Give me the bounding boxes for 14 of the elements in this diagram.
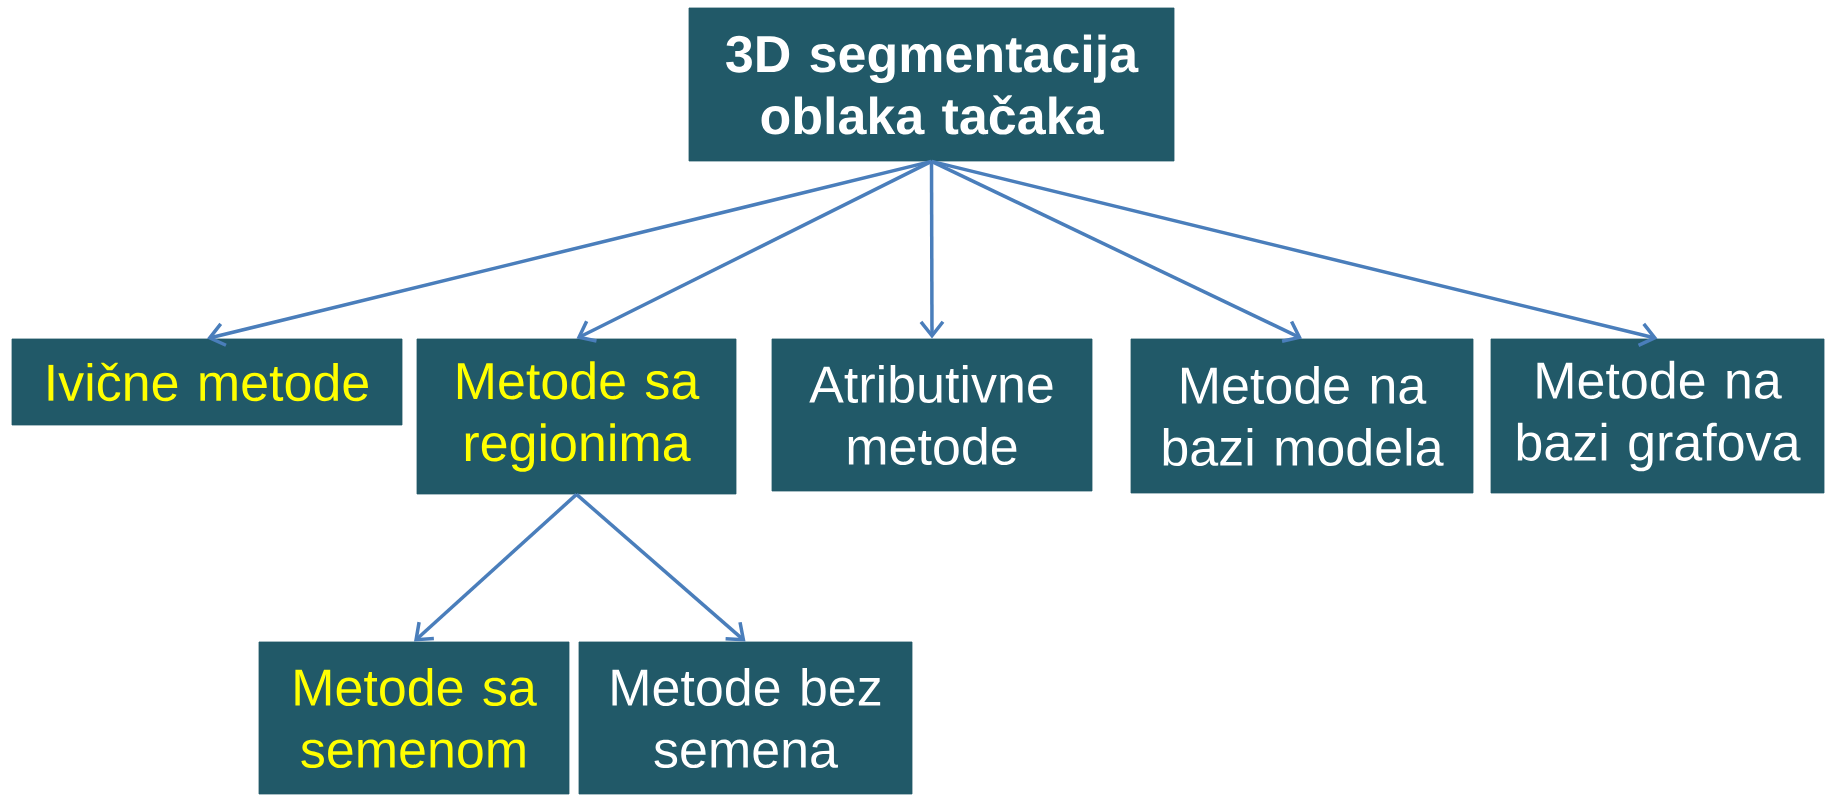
arrow — [919, 161, 945, 339]
process-box: Metode na bazi modela — [1130, 338, 1474, 494]
process-box: Atributivne metode — [771, 338, 1093, 492]
process-box: 3D segmentacija oblaka tačaka — [688, 7, 1175, 162]
arrow — [207, 159, 932, 347]
process-box: Ivične metode — [11, 338, 403, 426]
process-box: Metode sa semenom — [258, 641, 570, 795]
process-box: Metode bez semena — [578, 641, 913, 795]
arrow — [575, 493, 746, 642]
process-box: Metode na bazi grafova — [1490, 338, 1825, 494]
process-box: Metode sa regionima — [416, 338, 737, 495]
arrow — [576, 159, 933, 343]
arrow — [931, 159, 1658, 347]
arrow — [414, 493, 578, 642]
